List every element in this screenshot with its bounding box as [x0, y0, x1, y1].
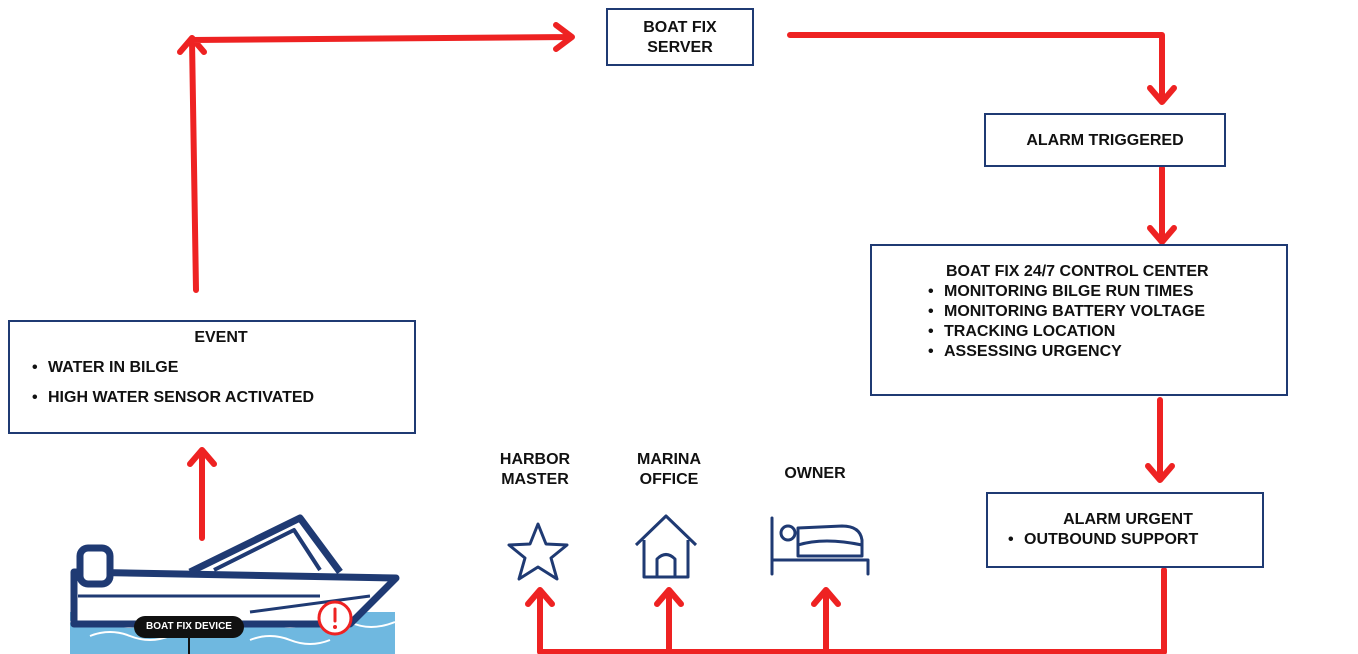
list-item: HIGH WATER SENSOR ACTIVATED [28, 388, 414, 408]
marina-office-line2: OFFICE [639, 471, 699, 488]
control-center-box: BOAT FIX 24/7 CONTROL CENTER MONITORING … [870, 244, 1288, 396]
marina-office-label: MARINA OFFICE [614, 450, 724, 490]
boat-fix-device-badge [134, 616, 244, 638]
server-title-line2: SERVER [647, 39, 713, 56]
control-center-list: MONITORING BILGE RUN TIMES MONITORING BA… [924, 282, 1286, 362]
alarm-triggered-title: ALARM TRIGGERED [1026, 132, 1184, 149]
bed-icon [770, 516, 870, 576]
arrow-alarm-to-control [1147, 165, 1177, 245]
alarm-urgent-box: ALARM URGENT OUTBOUND SUPPORT [986, 492, 1264, 568]
marina-office-line1: MARINA [637, 451, 701, 468]
exclamation-icon [317, 600, 353, 636]
arrow-boat-to-event [187, 447, 217, 541]
list-item: ASSESSING URGENCY [924, 342, 1286, 362]
harbor-master-line1: HARBOR [499, 451, 571, 468]
list-item: OUTBOUND SUPPORT [1004, 530, 1262, 550]
harbor-master-label: HARBOR MASTER [480, 450, 590, 490]
event-box: EVENT WATER IN BILGE HIGH WATER SENSOR A… [8, 320, 416, 434]
event-title: EVENT [194, 329, 248, 346]
boat-fix-device-label: BOAT FIX DEVICE [146, 621, 232, 632]
owner-label: OWNER [770, 464, 860, 484]
arrow-control-to-urgent [1145, 397, 1175, 483]
event-list: WATER IN BILGE HIGH WATER SENSOR ACTIVAT… [28, 358, 414, 408]
arrow-event-to-server [177, 22, 575, 293]
boat-motor [76, 544, 114, 588]
house-icon [634, 514, 698, 579]
owner-line1: OWNER [784, 465, 846, 482]
arrow-urgent-to-recipients [525, 567, 1167, 654]
star-icon [507, 522, 569, 581]
control-center-title: BOAT FIX 24/7 CONTROL CENTER [946, 263, 1209, 280]
list-item: MONITORING BATTERY VOLTAGE [924, 302, 1286, 322]
server-title-line1: BOAT FIX [643, 19, 717, 36]
alarm-triggered-box: ALARM TRIGGERED [984, 113, 1226, 167]
list-item: TRACKING LOCATION [924, 322, 1286, 342]
list-item: WATER IN BILGE [28, 358, 414, 378]
alarm-urgent-list: OUTBOUND SUPPORT [1004, 530, 1262, 550]
list-item: MONITORING BILGE RUN TIMES [924, 282, 1286, 302]
alarm-urgent-title: ALARM URGENT [1063, 511, 1193, 528]
harbor-master-line2: MASTER [501, 471, 569, 488]
arrow-server-to-alarm [787, 32, 1177, 105]
boat-cabin [188, 514, 343, 576]
server-box: BOAT FIX SERVER [606, 8, 754, 66]
